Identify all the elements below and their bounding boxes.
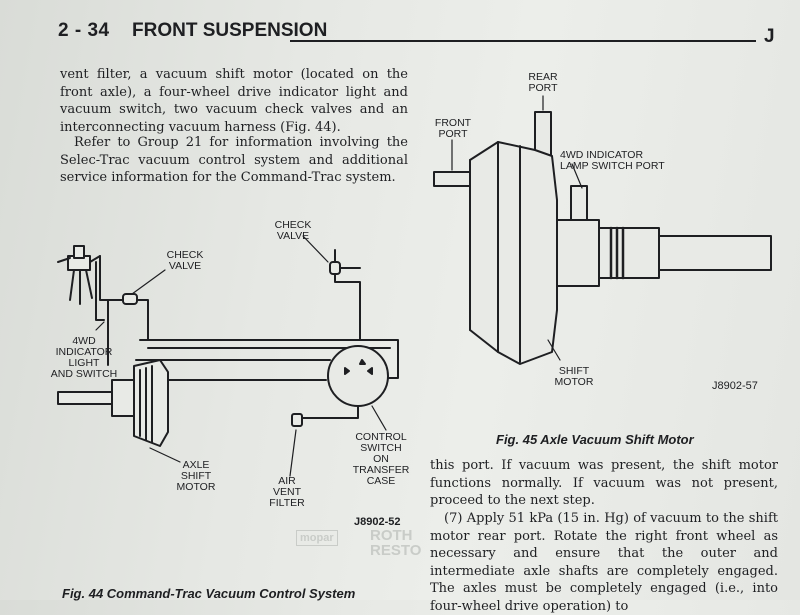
right-paragraph-2-text: (7) Apply 51 kPa (15 in. Hg) of vacuum t… <box>430 511 778 614</box>
brand-mark: J <box>764 26 775 47</box>
fig45-code: J8902-57 <box>712 380 758 392</box>
label-indicator-port: 4WD INDICATOR LAMP SWITCH PORT <box>560 149 665 172</box>
label-check-valve-top: CHECK VALVE <box>274 219 312 242</box>
left-paragraph-1: vent filter, a vacuum shift motor (locat… <box>60 67 408 135</box>
label-rear-port: REAR PORT <box>528 71 558 94</box>
watermark-text: ROTH RESTO <box>370 527 422 559</box>
fig44-caption: Fig. 44 Command-Trac Vacuum Control Syst… <box>62 586 356 601</box>
label-check-valve-left: CHECK VALVE <box>166 249 204 272</box>
indicator-switch <box>57 245 101 305</box>
label-4wd-indicator: 4WD INDICATOR LIGHT AND SWITCH <box>50 335 118 380</box>
shift-motor-housing <box>469 141 558 365</box>
control-switch-body <box>299 345 389 427</box>
label-air-vent-filter: AIR VENT FILTER <box>269 475 305 509</box>
diagrams <box>57 95 772 477</box>
axle-shift-motor-body <box>57 359 206 447</box>
label-shift-motor: SHIFT MOTOR <box>554 365 594 388</box>
label-control-switch: CONTROL SWITCH ON TRANSFER CASE <box>352 431 410 487</box>
page-number: 2 - 34 <box>58 20 110 41</box>
section-title: FRONT SUSPENSION <box>132 20 328 41</box>
indicator-port-tube <box>570 185 588 223</box>
front-port-tube <box>433 171 471 187</box>
fig45-diagram <box>433 95 772 365</box>
fig45-caption: Fig. 45 Axle Vacuum Shift Motor <box>496 432 694 447</box>
fig44-diagram <box>57 235 399 477</box>
air-vent-filter <box>291 413 303 427</box>
left-paragraph-2-text: Refer to Group 21 for information involv… <box>60 135 408 185</box>
fig44-code: J8902-52 <box>354 516 401 528</box>
output-shaft <box>658 235 772 271</box>
check-valve-left <box>107 293 149 341</box>
right-paragraph-1: this port. If vacuum was present, the sh… <box>430 458 778 508</box>
check-valve-top <box>329 249 361 341</box>
watermark-brand: mopar <box>296 530 338 546</box>
header-rule <box>290 40 756 42</box>
right-paragraph-2: (7) Apply 51 kPa (15 in. Hg) of vacuum t… <box>430 510 778 615</box>
label-front-port: FRONT PORT <box>434 117 472 140</box>
label-axle-shift-motor: AXLE SHIFT MOTOR <box>176 459 216 493</box>
left-paragraph-2: Refer to Group 21 for information involv… <box>60 134 408 187</box>
